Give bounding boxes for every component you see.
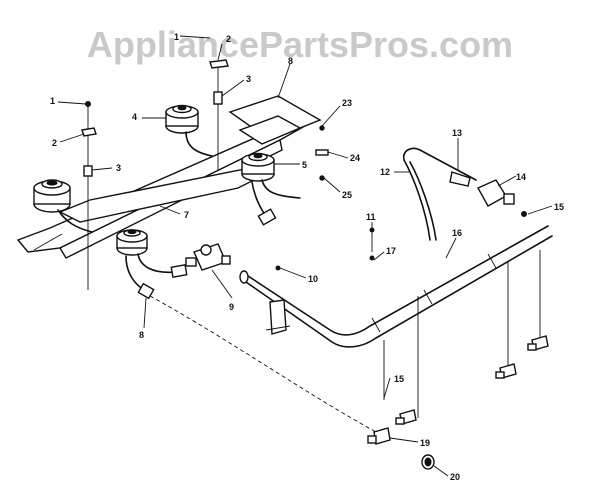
callout-13: 13: [452, 128, 462, 138]
callout-17: 17: [386, 246, 396, 256]
callout-12: 12: [380, 167, 390, 177]
leader-lines: [57, 35, 553, 477]
callout-15a: 15: [554, 202, 564, 212]
fasteners-left: [81, 59, 229, 290]
callout-4: 4: [132, 112, 137, 122]
burner-center-rear: [165, 104, 199, 134]
fasteners-right: [275, 125, 375, 271]
callout-3b: 3: [116, 163, 121, 173]
callout-16: 16: [452, 228, 462, 238]
burner-left-rear: [33, 179, 71, 213]
callout-24: 24: [350, 153, 360, 163]
callout-7: 7: [184, 210, 189, 220]
gas-manifold: [239, 225, 553, 348]
callout-10: 10: [308, 274, 318, 284]
callout-8a: 8: [288, 56, 293, 66]
callout-2b: 2: [52, 138, 57, 148]
pressure-regulator: [185, 243, 231, 271]
callout-9: 9: [229, 302, 234, 312]
callout-3a: 3: [246, 74, 251, 84]
callout-11: 11: [366, 212, 376, 222]
callout-5: 5: [302, 160, 307, 170]
callout-14: 14: [516, 172, 526, 182]
callout-20: 20: [450, 472, 460, 482]
burner-right-front: [241, 152, 275, 182]
callout-1a: 1: [174, 32, 179, 42]
callout-19: 19: [420, 438, 430, 448]
callout-8b: 8: [139, 330, 144, 340]
flex-tube: [402, 147, 527, 241]
callout-25: 25: [342, 190, 352, 200]
burner-left-front: [116, 229, 148, 256]
callout-labels: 1 2 3 8 1 2 3 4 5 7 8 9 10 23 24 25 11 1…: [50, 32, 564, 482]
burner-tubes: [57, 131, 301, 300]
valves: [367, 250, 549, 470]
callout-2a: 2: [226, 34, 231, 44]
callout-15b: 15: [394, 374, 404, 384]
callout-1b: 1: [50, 96, 55, 106]
callout-23: 23: [342, 98, 352, 108]
